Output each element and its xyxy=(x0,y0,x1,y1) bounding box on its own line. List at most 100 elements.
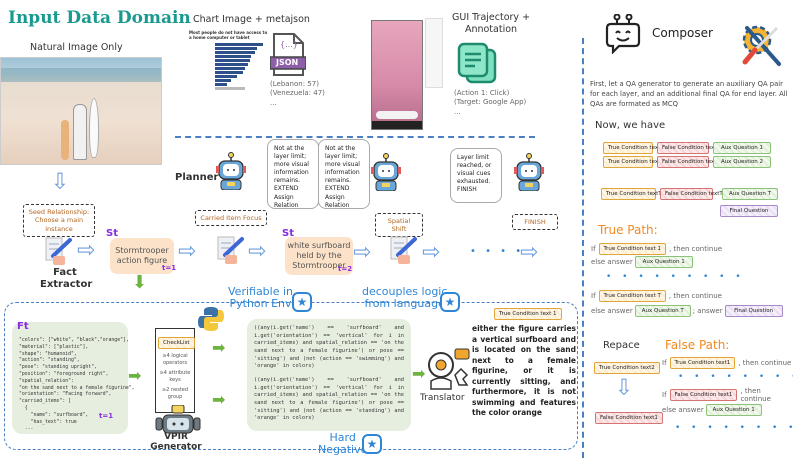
gui-label: GUI Trajectory + Annotation xyxy=(452,12,530,37)
chart-thumb-bar xyxy=(215,51,255,54)
right-arrow-icon: ⇨ xyxy=(353,240,372,265)
gui-meta-line: (Target: Google App) xyxy=(454,98,527,107)
right-arrow-icon: ⇨ xyxy=(520,240,539,265)
chart-thumb-bar xyxy=(215,55,251,58)
false-path-title: False Path: xyxy=(665,338,730,352)
divider-input-planner xyxy=(175,136,535,138)
replace-title: Repace xyxy=(603,340,640,351)
translator-tag: True Condition text 1 xyxy=(494,308,562,320)
qa-row-t: True Condition textT False Condition tex… xyxy=(601,188,778,200)
aux-question-tag: Aux Question 1 xyxy=(634,256,693,268)
qa-row-1: True Condition text1 False Condition tex… xyxy=(603,142,771,154)
right-arrow-icon: ⇨ xyxy=(248,239,267,264)
star-badge-icon: ★ xyxy=(440,292,460,312)
chart-thumbnail: Most people do not have access to a home… xyxy=(189,30,269,120)
fact-extractor-label: Fact Extractor xyxy=(40,267,93,290)
facts-json-line: "shape": "humanoid", xyxy=(19,351,77,357)
aux-question-tag: Aux Question T xyxy=(634,305,691,317)
planner-label: Planner xyxy=(175,172,219,183)
chart-thumb-bar xyxy=(215,83,227,86)
hard-negative-label: Hard Negative xyxy=(318,432,367,455)
true-path-else-1: else answer Aux Question 1 xyxy=(591,256,693,268)
facts-json-line: "spatial_relation": xyxy=(19,378,74,384)
aux-question-tag: Aux Question 2 xyxy=(713,156,771,168)
facts-json-line: "position": "foreground right", xyxy=(19,371,109,377)
right-arrow-icon: ⇨ xyxy=(422,240,441,265)
gui-phone-screenshot xyxy=(371,20,423,130)
verifiable-label-line: Python Env xyxy=(229,296,292,310)
answer-word: ; answer xyxy=(692,307,723,315)
json-file-icon xyxy=(270,33,306,76)
translator-icon xyxy=(428,348,470,390)
aux-question-tag: Aux Question 1 xyxy=(713,142,771,154)
chart-thumb-bar xyxy=(215,71,243,74)
json-badge: JSON xyxy=(276,58,299,67)
chart-thumb-bar xyxy=(215,87,245,90)
action-spatial-shift: Spatial Shift xyxy=(375,213,423,237)
facts-json-line: { xyxy=(19,405,28,411)
checklist-item: ≥2 nested group xyxy=(161,387,189,400)
false-condition-tag: False Condition text1 xyxy=(669,389,738,401)
true-path-else-t: else answer Aux Question T ; answer Fina… xyxy=(591,305,783,317)
surfboard xyxy=(89,98,99,158)
facts-json-line: "pose": "standing upright", xyxy=(19,365,97,371)
annotation-document-icon xyxy=(457,42,497,84)
checklist-title: CheckList xyxy=(158,337,195,349)
vpir-code-box: ((any(i.get('name') == 'surfboard' and i… xyxy=(247,319,411,431)
if-word: If xyxy=(662,359,667,367)
right-arrow-icon: ⇨ xyxy=(77,238,96,263)
state-symbol-text: St xyxy=(282,228,294,239)
vpir-generator-robot-icon xyxy=(155,405,201,434)
planner-robot-icon xyxy=(371,153,401,191)
generator-label-line: VPIR xyxy=(164,432,188,442)
facts-step: t=1 xyxy=(99,412,114,420)
planner-bubble-1: Not at the layer limit; more visual info… xyxy=(267,139,319,209)
state-step: t=1 xyxy=(162,264,177,272)
dotted-separator: • • • • • • • • • xyxy=(606,272,745,282)
planner-bubble-3: Layer limit reached, or visual cues exha… xyxy=(450,148,502,203)
checklist-items: ≥4 logical operators ≥4 attribute keys ≥… xyxy=(156,353,194,401)
gui-meta-line: ... xyxy=(454,107,461,116)
chart-meta-line: (Venezuela: 47) xyxy=(270,89,325,98)
facts-json-line: "material": ["plastic"], xyxy=(19,344,89,350)
python-logo-icon xyxy=(198,307,224,331)
false-path-else: else answer Aux Question 1 xyxy=(662,404,762,416)
replace-to-tag: False Condition text1 xyxy=(595,412,663,424)
gui-label-line: GUI Trajectory + xyxy=(452,12,531,23)
true-condition-tag: True Condition text2 xyxy=(603,156,664,168)
facts-json-line: "action": "standing", xyxy=(19,358,80,364)
else-answer-text: else answer xyxy=(662,406,704,414)
generator-label-line: Generator xyxy=(150,441,202,452)
planner-robot-icon xyxy=(216,152,246,190)
gui-label-line: Annotation xyxy=(464,24,518,36)
facts-json-line: "on the sand next to a female figurine", xyxy=(19,385,135,391)
decouple-label: decouples logic from language xyxy=(362,286,447,309)
now-we-have-label: Now, we have xyxy=(595,120,666,131)
facts-json-line: "colors": ["white", "black","orange"], xyxy=(19,338,129,343)
dotted-separator: • • • • • • • • • xyxy=(675,423,793,433)
green-right-arrow-icon: ➡ xyxy=(412,364,426,383)
state-text: Stormtrooper action figure xyxy=(115,246,169,265)
chart-thumb-bar xyxy=(215,79,231,82)
aux-question-tag: Aux Question T xyxy=(722,188,778,200)
aux-question-tag: Aux Question 1 xyxy=(705,404,762,416)
fact-extractor-icon xyxy=(390,236,417,264)
divider-composer xyxy=(582,38,584,458)
state-symbol: St xyxy=(106,228,118,239)
vpir-code-hard-negative: ((any(i.get('name') == 'surfboard' and i… xyxy=(254,377,404,422)
stormtrooper-figure xyxy=(73,104,87,160)
false-condition-tag: False Condition text1 xyxy=(657,142,720,154)
false-path-if-2: If False Condition text1 , then continue xyxy=(662,387,793,403)
facts-json-line: "has_text": true xyxy=(19,419,77,425)
final-question-tag: Final Question xyxy=(720,205,778,217)
true-condition-tag: True Condition text1 xyxy=(603,142,664,154)
translator-output-text: either the figure carries a vertical sur… xyxy=(472,324,576,417)
gui-meta: (Action 1: Click) (Target: Google App) .… xyxy=(454,89,526,117)
green-right-arrow-icon: ➡ xyxy=(128,366,142,385)
checklist-item: ≥4 attribute keys xyxy=(159,370,191,383)
gui-meta-line: (Action 1: Click) xyxy=(454,89,510,97)
true-condition-tag: True Condition text1 xyxy=(669,357,736,369)
decouple-label-line: decouples logic xyxy=(362,285,448,298)
true-condition-tag: True Condition text 1 xyxy=(598,243,667,255)
state-box-2: white surfboard held by the Stormtrooper xyxy=(285,237,353,275)
